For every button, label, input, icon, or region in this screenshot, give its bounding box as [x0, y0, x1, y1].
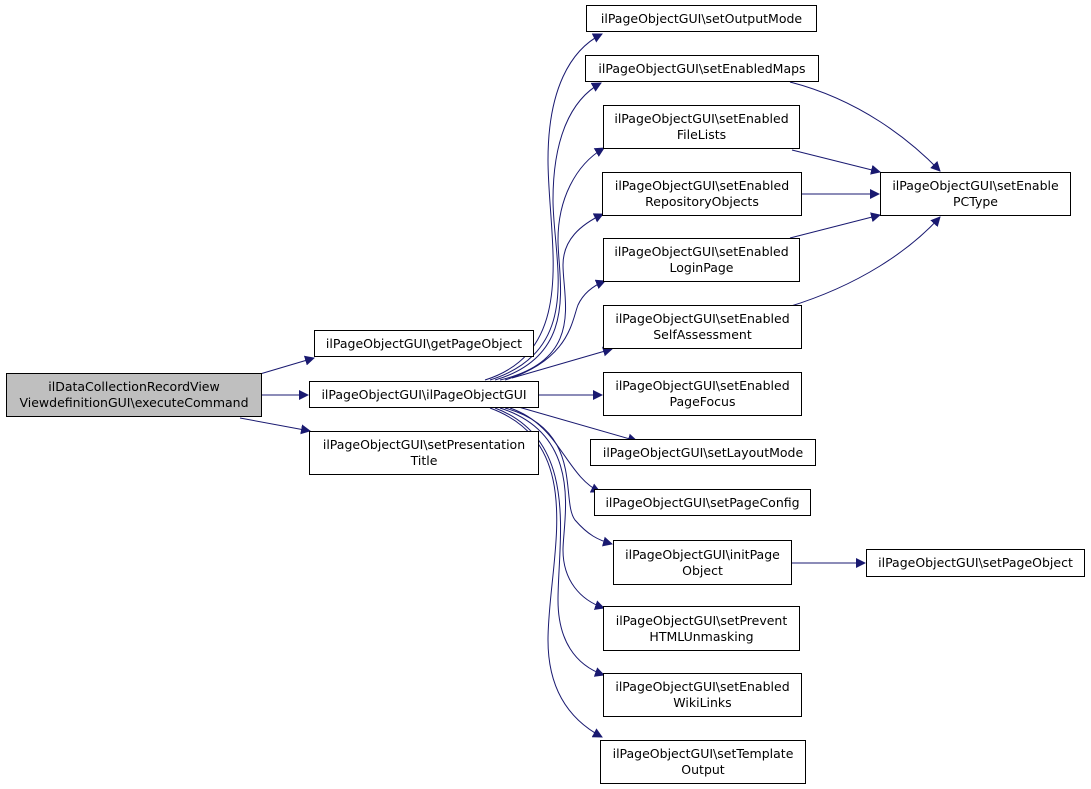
node-setenabledloginpage[interactable]: ilPageObjectGUI\setEnabled LoginPage [603, 238, 800, 282]
node-label-line1: ilPageObjectGUI\initPage [625, 546, 780, 562]
node-label-line2: Object [682, 562, 723, 578]
node-label: ilPageObjectGUI\setPageObject [878, 555, 1073, 570]
node-setenabledmaps[interactable]: ilPageObjectGUI\setEnabledMaps [585, 55, 819, 82]
node-setenabledrepositoryobjects[interactable]: ilPageObjectGUI\setEnabled RepositoryObj… [602, 172, 802, 216]
node-label-line1: ilPageObjectGUI\setEnabled [615, 378, 790, 393]
node-label-line2: Title [410, 453, 438, 468]
node-initpageobject[interactable]: ilPageObjectGUI\initPage Object [613, 540, 792, 585]
edge-setenabledmaps-setenablepctype [789, 81, 941, 172]
node-label-line2: SelfAssessment [653, 327, 752, 342]
edge-ctor-initpageobject [504, 407, 613, 547]
node-ilpageobjectgui[interactable]: ilPageObjectGUI\ilPageObjectGUI [309, 381, 539, 408]
node-setlayoutmode[interactable]: ilPageObjectGUI\setLayoutMode [590, 439, 816, 466]
node-label-line1: ilPageObjectGUI\setTemplate [612, 746, 794, 761]
edge-ctor-setenabledfilelists [494, 147, 605, 381]
node-label-line2: Output [681, 762, 725, 777]
node-label: ilPageObjectGUI\getPageObject [325, 335, 523, 351]
edge-root-getpageobject [259, 355, 315, 375]
edge-ctor-setenabledmaps [489, 82, 602, 381]
node-label-line1: ilPageObjectGUI\setPrevent [615, 612, 788, 628]
node-label-line2: WikiLinks [673, 695, 732, 710]
node-label: ilPageObjectGUI\setOutputMode [600, 10, 803, 26]
node-label-line1: ilPageObjectGUI\setPresentation [322, 437, 526, 452]
edge-ctor-setenabledloginpage [504, 279, 606, 381]
node-label-line2: ViewdefinitionGUI\executeCommand [19, 395, 249, 410]
node-setenabledfilelists[interactable]: ilPageObjectGUI\setEnabled FileLists [603, 105, 800, 149]
node-label-line2: PageFocus [669, 394, 736, 409]
node-label: ilPageObjectGUI\setLayoutMode [602, 444, 804, 460]
node-label-line1: ilPageObjectGUI\setEnabled [615, 311, 790, 326]
edge-ctor-settemplateoutput [489, 407, 603, 738]
node-setpreventhtmlunmasking[interactable]: ilPageObjectGUI\setPrevent HTMLUnmasking [603, 606, 800, 651]
edge-ctor-setoutputmode [484, 33, 603, 381]
node-executecommand: ilDataCollectionRecordView Viewdefinitio… [6, 373, 262, 417]
node-setpageobject[interactable]: ilPageObjectGUI\setPageObject [866, 549, 1085, 577]
node-label: ilPageObjectGUI\setEnabledMaps [598, 60, 806, 76]
node-label-line1: ilPageObjectGUI\setEnabled [615, 679, 790, 694]
node-label-line2: PCType [953, 194, 998, 209]
node-label-line2: FileLists [676, 127, 727, 142]
node-setoutputmode[interactable]: ilPageObjectGUI\setOutputMode [586, 5, 817, 32]
node-setpageconfig[interactable]: ilPageObjectGUI\setPageConfig [594, 489, 811, 516]
node-setenablepctype[interactable]: ilPageObjectGUI\setEnable PCType [880, 172, 1071, 216]
node-setenabledpagefocus[interactable]: ilPageObjectGUI\setEnabled PageFocus [603, 372, 802, 416]
node-label-line1: ilDataCollectionRecordView [48, 379, 220, 394]
edge-setenabledloginpage-setenablepctype [789, 212, 881, 239]
node-label-line2: LoginPage [669, 260, 734, 275]
node-setenabledselfassessment[interactable]: ilPageObjectGUI\setEnabled SelfAssessmen… [603, 305, 802, 349]
node-setpresentationtitle[interactable]: ilPageObjectGUI\setPresentation Title [309, 431, 539, 475]
edge-ctor-setlayoutmode [514, 405, 638, 444]
node-label-line1: ilPageObjectGUI\setEnabled [614, 244, 789, 259]
node-label: ilPageObjectGUI\ilPageObjectGUI [321, 386, 527, 402]
node-label: ilPageObjectGUI\setPageConfig [605, 494, 800, 510]
edge-setenabledselfassessment-setenablepctype [787, 216, 941, 308]
edge-ctor-setpreventhtmlunmasking [499, 407, 605, 610]
edge-ctor-setenabledselfassessment [511, 346, 613, 379]
node-label-line2: RepositoryObjects [645, 194, 759, 209]
edge-ctor-setenabledwikilinks [494, 407, 605, 677]
node-setenabledwikilinks[interactable]: ilPageObjectGUI\setEnabled WikiLinks [603, 673, 802, 717]
edge-setenabledfilelists-setenablepctype [791, 149, 881, 175]
edge-ctor-setenabledrepositoryobjects [499, 213, 604, 381]
node-label-line2: HTMLUnmasking [649, 628, 754, 644]
node-label-line1: ilPageObjectGUI\setEnable [892, 178, 1059, 193]
edge-root-setpresentationtitle [239, 417, 311, 435]
node-getpageobject[interactable]: ilPageObjectGUI\getPageObject [314, 330, 534, 357]
node-label-line1: ilPageObjectGUI\setEnabled [614, 111, 789, 126]
node-settemplateoutput[interactable]: ilPageObjectGUI\setTemplate Output [600, 740, 806, 784]
node-label-line1: ilPageObjectGUI\setEnabled [614, 178, 790, 193]
